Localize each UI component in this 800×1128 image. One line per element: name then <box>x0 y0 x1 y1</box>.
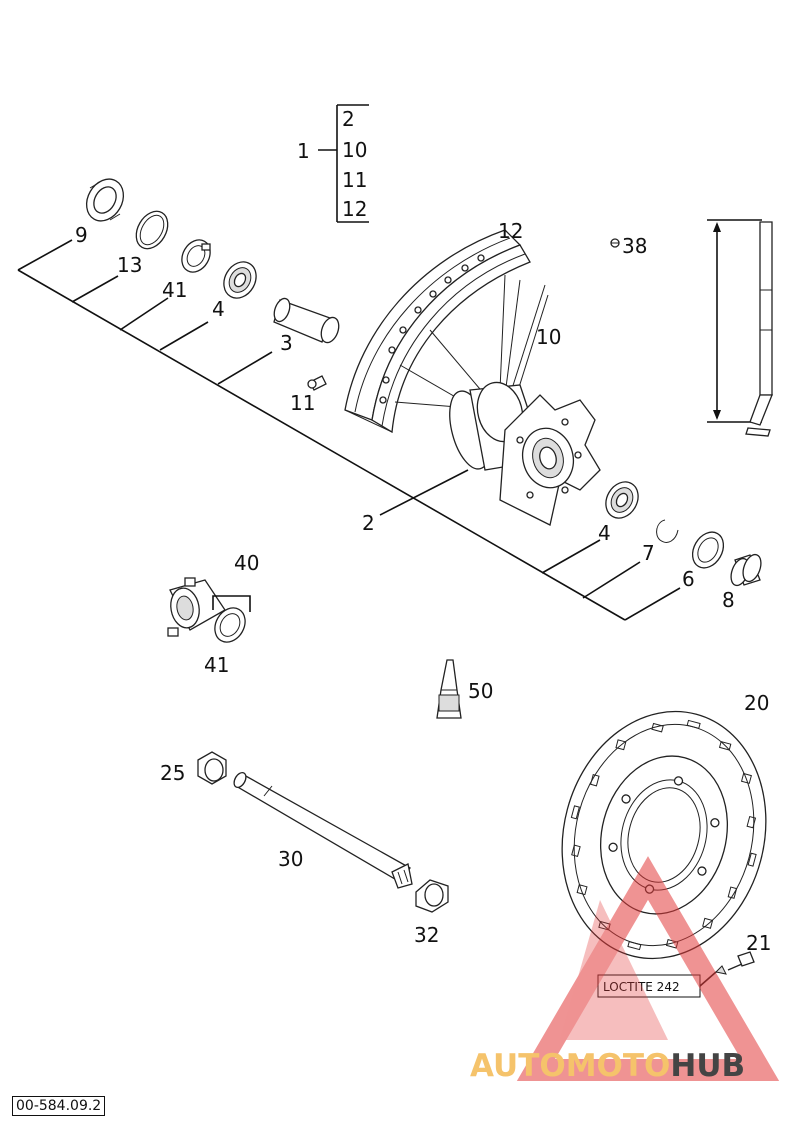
callout-30: 30 <box>278 847 303 871</box>
callout-8: 8 <box>722 588 735 612</box>
callout-3: 3 <box>280 331 293 355</box>
leader-lines <box>17 239 681 621</box>
callout-6: 6 <box>682 567 695 591</box>
callout-11: 11 <box>290 391 315 415</box>
callout-40: 40 <box>234 551 259 575</box>
callout-labels: 2 3 4 4 6 7 8 9 10 11 12 13 20 21 25 30 … <box>75 219 771 955</box>
o-ring-part <box>135 210 169 250</box>
callout-2: 2 <box>362 511 375 535</box>
nut-part <box>610 238 620 248</box>
bushing-part <box>730 553 762 587</box>
hub-part <box>449 381 601 526</box>
group-child-label: 10 <box>342 138 367 162</box>
spacer-tube-part <box>273 297 340 344</box>
callout-4: 4 <box>212 297 225 321</box>
axle-part <box>233 771 413 889</box>
group-bracket: 1 2 10 11 12 <box>297 104 369 223</box>
callout-21: 21 <box>746 931 771 955</box>
callout-32: 32 <box>414 923 439 947</box>
callout-50: 50 <box>468 679 493 703</box>
callout-4: 4 <box>598 521 611 545</box>
callout-38: 38 <box>622 234 647 258</box>
seal-ring-part <box>85 178 125 222</box>
callout-20: 20 <box>744 691 769 715</box>
spokes-part <box>394 274 549 411</box>
axle-nut-part <box>197 751 227 785</box>
loctite-note-text: LOCTITE 242 <box>603 980 680 994</box>
spoke-dimension <box>707 219 773 437</box>
callout-12: 12 <box>498 219 523 243</box>
callout-7: 7 <box>642 541 655 565</box>
circlip-part <box>656 519 679 543</box>
group-parent-label: 1 <box>297 139 310 163</box>
rim-part <box>344 229 531 434</box>
speedo-drive-part <box>167 577 251 643</box>
callout-9: 9 <box>75 223 88 247</box>
callout-41: 41 <box>162 278 187 302</box>
callout-25: 25 <box>160 761 185 785</box>
brake-disc-part <box>561 710 767 960</box>
bearing-part <box>223 261 257 299</box>
bearing-part <box>605 481 639 519</box>
loctite-bottle-part <box>436 659 462 719</box>
watermark-text: AUTOMOTOHUB <box>470 1048 745 1084</box>
drawing-code: 00-584.09.2 <box>12 1096 106 1116</box>
disc-bolt-part <box>714 951 755 975</box>
watermark-logo <box>516 856 780 1081</box>
group-child-label: 2 <box>342 107 355 131</box>
shaft-seal-part <box>691 531 725 569</box>
watermark-text-light: AUTOMOTO <box>470 1048 670 1084</box>
callout-10: 10 <box>536 325 561 349</box>
tab-washer-part <box>181 239 211 273</box>
axle-end-nut-part <box>415 879 449 913</box>
group-child-label: 12 <box>342 197 367 221</box>
watermark-text-dark: HUB <box>670 1048 745 1084</box>
group-child-label: 11 <box>342 168 367 192</box>
callout-41: 41 <box>204 653 229 677</box>
callout-13: 13 <box>117 253 142 277</box>
spoke-nipple-part <box>307 375 327 391</box>
